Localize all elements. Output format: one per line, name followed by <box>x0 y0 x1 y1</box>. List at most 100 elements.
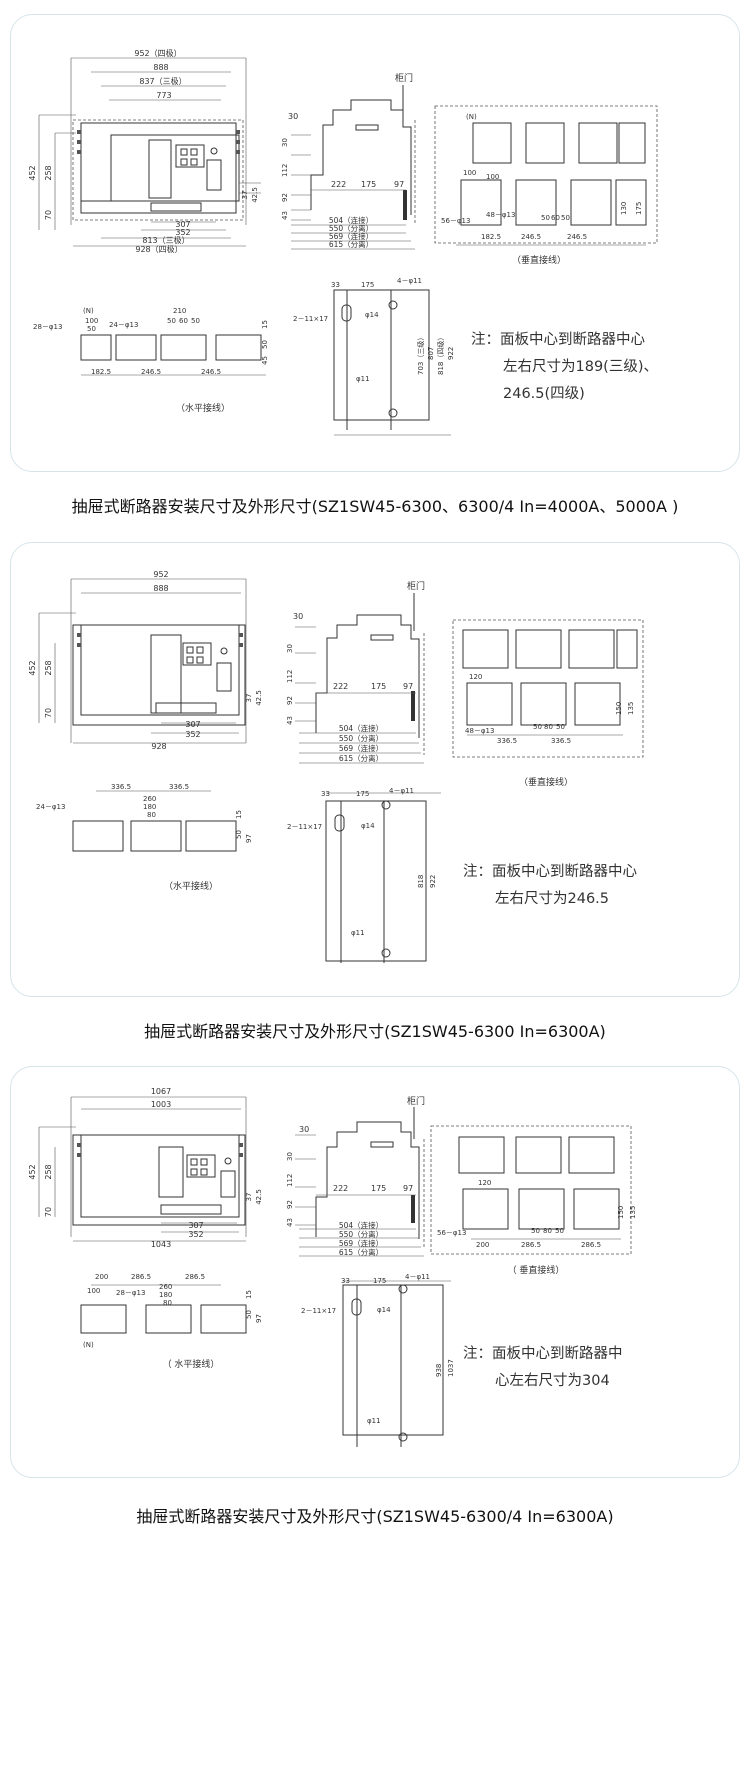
hw-d6: 24－φ13 <box>36 803 65 811</box>
side-dim-b3: 569（连接） <box>339 1238 383 1248</box>
hw-d1: 336.5 <box>111 783 131 791</box>
side-dim-l3: 92 <box>286 696 294 705</box>
pl-d3: 4－φ11 <box>389 787 414 795</box>
dim-right-1: 37 <box>241 191 249 200</box>
pl-d2: 175 <box>356 790 369 798</box>
vw-d4: 48－φ13 <box>486 211 515 219</box>
hw-d3: 50 <box>87 325 96 333</box>
drawing-svg-3: 1067 1003 452 258 70 37 42.5 307 352 104… <box>28 1087 637 1447</box>
hw-d12: 97 <box>255 1314 263 1323</box>
caption-3: 抽屉式断路器安装尺寸及外形尺寸(SZ1SW45-6300/4 In=6300A) <box>136 1507 614 1526</box>
pl-d10: 922 <box>447 347 455 360</box>
side-dim-b2: 550（分离） <box>339 1229 383 1239</box>
pl-d7: 938 <box>435 1364 443 1377</box>
hw-d9: (N) <box>83 1341 94 1349</box>
hw-d5: 180 <box>159 1291 172 1299</box>
dim-left-3: 70 <box>44 210 53 220</box>
vw-label: （垂直接线） <box>512 254 566 266</box>
side-dim-l4: 43 <box>286 716 294 725</box>
vw-d9: 150 <box>617 1206 625 1219</box>
dim-left-3: 70 <box>44 1207 53 1217</box>
side-dim-m1: 222 <box>333 1184 348 1193</box>
hw-d10: 182.5 <box>91 368 111 376</box>
side-dim-l1: 30 <box>286 1152 294 1161</box>
vw-d8: 182.5 <box>481 233 501 241</box>
side-dim-b3: 569（连接） <box>329 231 373 241</box>
side-dim-b4: 615（分离） <box>329 239 373 249</box>
pl-d5: φ14 <box>365 311 379 319</box>
vw-label: （ 垂直接线） <box>508 1264 565 1276</box>
hw-d8: 50 <box>235 830 243 839</box>
door-label: 柜门 <box>395 72 413 84</box>
front-view: 1067 1003 452 258 70 37 42.5 307 352 104… <box>28 1087 263 1249</box>
dim-bottom-4: 928（四极） <box>135 244 182 254</box>
pl-d5: φ14 <box>361 822 375 830</box>
horizontal-wiring-view: 336.5 336.5 260 180 80 24－φ13 15 50 97 （… <box>36 783 253 892</box>
dim-bottom-3: 813（三极） <box>142 235 189 245</box>
pl-d1: 33 <box>321 790 330 798</box>
note-line-2: 心左右尺寸为304 <box>495 1373 610 1389</box>
vw-d11: 130 <box>620 202 628 215</box>
hw-d5: 24－φ13 <box>109 321 138 329</box>
side-dim-m1: 222 <box>333 682 348 691</box>
dim-bottom-2: 352 <box>175 228 190 237</box>
dim-right-2: 42.5 <box>255 1189 263 1205</box>
vertical-wiring-view: 120 48－φ13 50 80 50 336.5 336.5 150 135 … <box>452 619 644 788</box>
caption-2: 抽屉式断路器安装尺寸及外形尺寸(SZ1SW45-6300 In=6300A) <box>144 1022 606 1041</box>
hw-d7: 100 <box>87 1287 100 1295</box>
vw-d7: 50 <box>561 214 570 222</box>
pl-d9: 818（四级） <box>436 334 445 375</box>
side-dim-top: 30 <box>288 112 298 121</box>
hw-d10: 15 <box>245 1290 253 1299</box>
side-dim-l1: 30 <box>286 644 294 653</box>
hw-d7: 50 <box>167 317 176 325</box>
dim-bottom-3: 1043 <box>151 1240 171 1249</box>
note-line-3: 246.5(四级) <box>503 386 585 402</box>
note-line-2: 左右尺寸为246.5 <box>495 891 610 907</box>
vw-d8: 150 <box>615 702 623 715</box>
pl-d3: 4－φ11 <box>405 1273 430 1281</box>
side-dim-top: 30 <box>293 612 303 621</box>
front-view: 952 888 452 258 70 37 42.5 307 352 928 <box>28 570 263 751</box>
vw-d2: 56－φ13 <box>437 1229 466 1237</box>
drawing-panel-2: 952 888 452 258 70 37 42.5 307 352 928 <box>10 542 740 997</box>
pl-d6: φ11 <box>367 1417 381 1425</box>
vw-d4: 80 <box>543 1227 552 1235</box>
dim-top-2: 888 <box>153 63 168 72</box>
pl-d1: 33 <box>331 281 340 289</box>
vw-d1: 120 <box>478 1179 491 1187</box>
pl-d4: 2－11×17 <box>301 1307 336 1315</box>
dim-top-1: 952 <box>153 570 168 579</box>
side-dim-l3: 92 <box>286 1200 294 1209</box>
vw-n: (N) <box>466 113 477 121</box>
vw-d9: 135 <box>627 702 635 715</box>
hw-label: （ 水平接线） <box>163 1358 220 1370</box>
hw-d8: 28－φ13 <box>116 1289 145 1297</box>
pl-d5: φ14 <box>377 1306 391 1314</box>
side-dim-m2: 175 <box>371 682 386 691</box>
note-line-1: 注：面板中心到断路器中 <box>463 1346 623 1362</box>
pl-d7: 818 <box>417 875 425 888</box>
vw-d3: 50 <box>533 723 542 731</box>
dim-top-1: 952（四极） <box>134 48 181 58</box>
hw-d9: 97 <box>245 834 253 843</box>
note-line-1: 注：面板中心到断路器中心 <box>463 864 637 880</box>
side-dim-l2: 112 <box>286 670 294 683</box>
panel-note: 注：面板中心到断路器中心 左右尺寸为246.5 <box>463 859 637 913</box>
dim-bottom-1: 307 <box>175 220 190 229</box>
hw-label: （水平接线） <box>164 880 218 892</box>
vw-d6: 336.5 <box>497 737 517 745</box>
side-dim-b1: 504（连接） <box>339 1220 383 1230</box>
vw-d5: 50 <box>556 723 565 731</box>
side-dim-b3: 569（连接） <box>339 743 383 753</box>
horizontal-wiring-view: 200 286.5 286.5 260 180 80 100 28－φ13 (N… <box>80 1273 263 1370</box>
pl-d3: 4－φ11 <box>397 277 422 285</box>
side-dim-m3: 97 <box>403 1184 413 1193</box>
vw-d5: 50 <box>541 214 550 222</box>
hw-d14: 50 <box>261 340 269 349</box>
hw-d11: 246.5 <box>141 368 161 376</box>
hw-d6: 80 <box>163 1299 172 1307</box>
vertical-wiring-view: (N) 100 100 56－φ13 48－φ13 50 60 50 182.5… <box>434 105 658 266</box>
side-dim-l3: 92 <box>281 193 289 202</box>
pl-d8: 1037 <box>447 1359 455 1377</box>
